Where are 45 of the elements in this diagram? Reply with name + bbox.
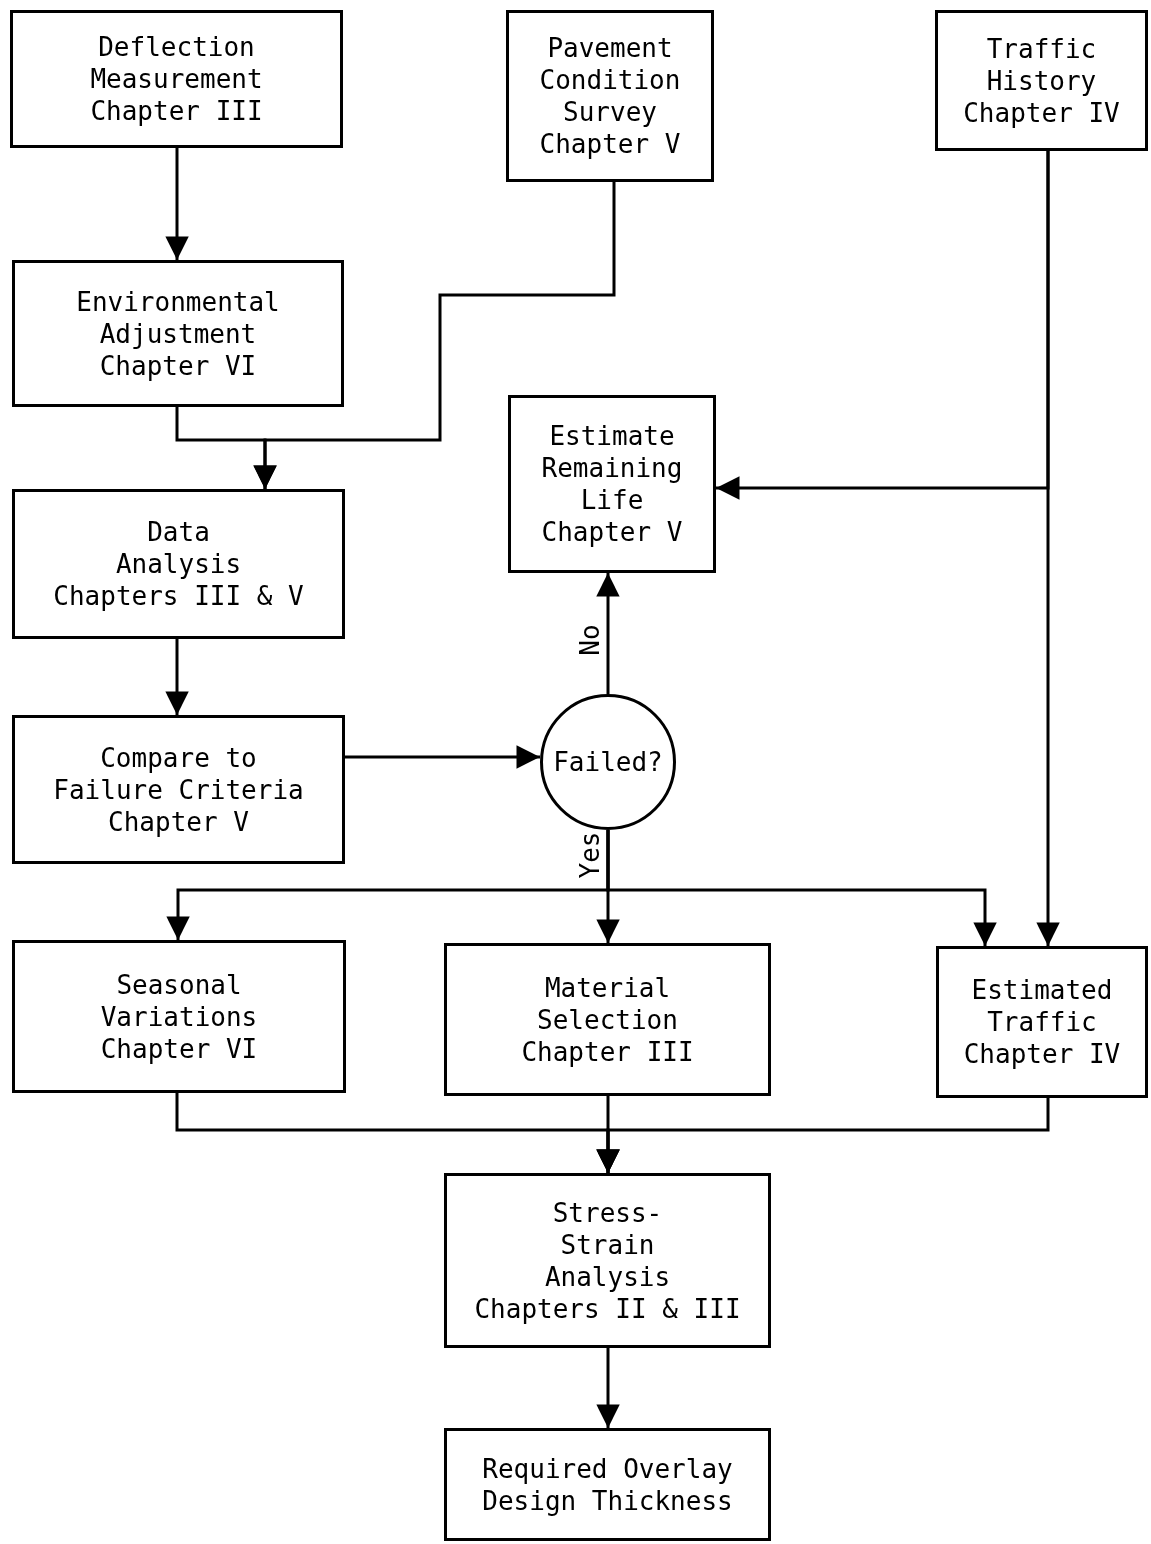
box-title: Required Overlay Design Thickness: [481, 1452, 734, 1517]
arrow: [165, 639, 189, 715]
chapter-reference: Chapter III: [521, 1035, 694, 1068]
box-title: Traffic History: [985, 32, 1098, 97]
process-box: [12, 260, 344, 407]
box-title: Seasonal Variations: [99, 968, 259, 1033]
box-title: Deflection Measurement: [89, 31, 264, 95]
arrow: [253, 182, 616, 489]
chapter-reference: Chapter V: [539, 128, 681, 160]
chapter-reference: Chapter V: [541, 516, 683, 548]
process-box: [444, 943, 771, 1096]
box-title: Compare to Failure Criteria: [52, 741, 305, 806]
chapter-reference: Chapter IV: [963, 96, 1120, 129]
chapter-reference: Chapters II & III: [474, 1292, 741, 1325]
process-box: [12, 489, 345, 639]
process-box: [12, 940, 346, 1093]
arrow: [345, 745, 540, 769]
arrow: [596, 573, 620, 694]
box-title: Data Analysis: [114, 516, 243, 580]
process-box: [508, 395, 716, 573]
arrow: [606, 830, 997, 946]
process-box: [935, 10, 1148, 151]
process-box: [936, 946, 1148, 1098]
arrow: [596, 1348, 620, 1428]
arrow: [165, 148, 189, 260]
process-box: [444, 1428, 771, 1541]
process-box: [12, 715, 345, 864]
chapter-reference: Chapter III: [90, 95, 263, 127]
arrow: [596, 1098, 1050, 1173]
chapter-reference: Chapter IV: [963, 1038, 1121, 1070]
box-title: Stress- Strain Analysis: [543, 1196, 672, 1293]
box-title: Material Selection: [536, 971, 679, 1036]
box-title: Pavement Condition Survey: [538, 32, 682, 128]
chapter-reference: Chapter VI: [100, 1032, 258, 1065]
chapter-reference: Chapter V: [108, 805, 249, 838]
box-title: Failed?: [553, 746, 663, 778]
arrow: [1036, 151, 1060, 946]
process-box: [10, 10, 343, 148]
process-box: [444, 1173, 771, 1348]
chapter-reference: Chapter VI: [99, 349, 257, 382]
box-title: Estimated Traffic: [970, 974, 1114, 1038]
process-box: [506, 10, 714, 182]
chapter-reference: Chapters III & V: [53, 580, 304, 612]
box-title: Estimate Remaining Life: [540, 420, 684, 516]
box-title: Environmental Adjustment: [75, 285, 281, 350]
